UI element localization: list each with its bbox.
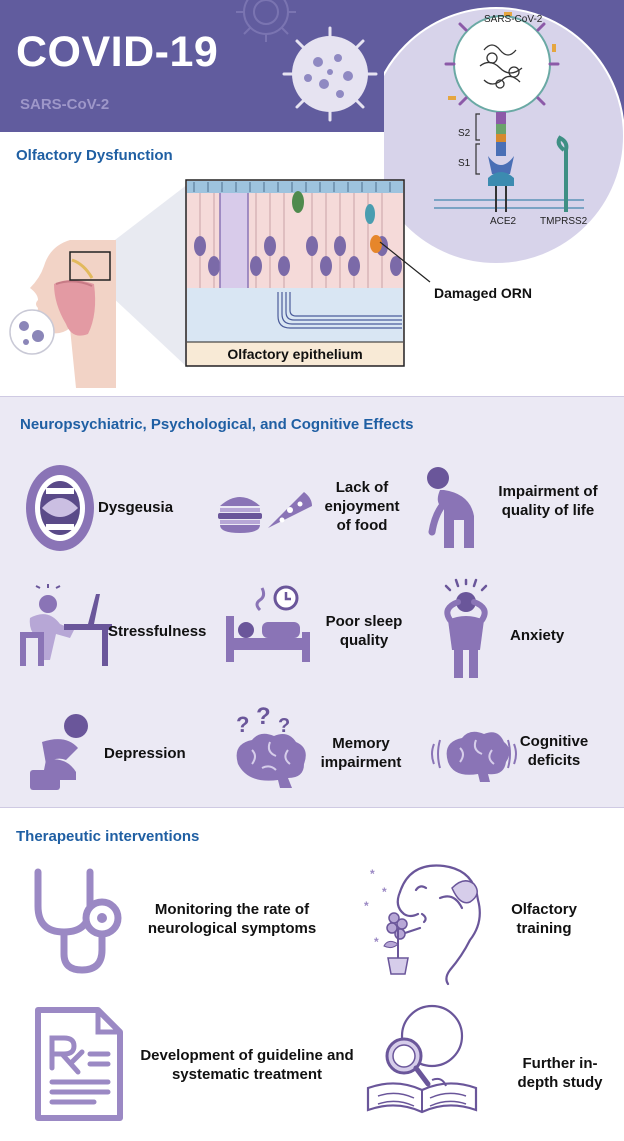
page-subtitle: SARS-CoV-2 — [20, 96, 110, 113]
magnifier-study-icon — [366, 1004, 478, 1114]
brain-shaking-icon — [431, 731, 517, 782]
therapy-label-study: Further in-depth study — [517, 1055, 603, 1091]
virus-bubble-icon — [9, 309, 55, 355]
prescription-icon — [35, 1007, 123, 1121]
olfactory-section-title: Olfactory Dysfunction — [16, 147, 173, 164]
svg-text:*: * — [382, 885, 387, 899]
effect-label-stressfulness: Stressfulness — [108, 623, 207, 640]
effect-label-quality-of-life: Impairment of quality of life — [498, 483, 598, 519]
stressed-worker-icon — [20, 584, 112, 666]
spike-receptor-inset — [384, 7, 624, 265]
effect-label-food: Lack of enjoyment of food — [324, 479, 400, 534]
effect-label-dysgeusia: Dysgeusia — [98, 499, 174, 516]
stethoscope-icon — [34, 868, 122, 974]
therapy-label-monitoring: Monitoring the rate of neurological symp… — [147, 901, 317, 937]
damaged-orn-pointer — [379, 241, 431, 283]
therapy-label-guideline: Development of guideline and systematic … — [140, 1047, 354, 1083]
bed-clock-icon — [226, 585, 310, 662]
effect-label-sleep: Poor sleep quality — [325, 613, 403, 649]
effect-label-memory: Memory impairment — [320, 735, 402, 771]
brain-question-icon: ? ? ? — [236, 703, 306, 788]
smelling-flower-icon: * * * * — [364, 864, 481, 986]
effect-label-anxiety: Anxiety — [510, 627, 565, 644]
inset-tmprss2-label: TMPRSS2 — [540, 216, 588, 227]
effects-panel — [0, 396, 624, 808]
svg-text:*: * — [364, 899, 369, 913]
damaged-orn-label: Damaged ORN — [434, 285, 533, 301]
virus-decoration-icon — [236, 0, 378, 122]
anxious-person-icon — [444, 578, 488, 678]
svg-text:?: ? — [236, 712, 249, 737]
inset-virus-label: SARS-CoV-2 — [484, 14, 543, 25]
therapy-section-title: Therapeutic interventions — [16, 828, 200, 845]
food-icon — [218, 492, 312, 533]
slouched-person-icon — [427, 467, 474, 548]
therapy-label-olfactory-training: Olfactory training — [511, 901, 577, 937]
svg-text:?: ? — [256, 703, 271, 730]
sad-person-icon — [30, 714, 88, 790]
effect-label-cognitive: Cognitive deficits — [519, 733, 589, 769]
inset-ace2-label: ACE2 — [490, 216, 517, 227]
svg-text:*: * — [370, 867, 375, 881]
inset-s1-label: S1 — [458, 158, 471, 169]
inset-s2-label: S2 — [458, 128, 471, 139]
mouth-icon — [26, 465, 94, 551]
effects-section-title: Neuropsychiatric, Psychological, and Cog… — [20, 416, 414, 433]
olfactory-epithelium-diagram — [185, 179, 405, 367]
head-profile-icon — [30, 240, 116, 388]
effect-label-depression: Depression — [104, 745, 186, 762]
zoom-projection — [94, 184, 188, 368]
svg-text:?: ? — [278, 715, 290, 737]
page-title: COVID-19 — [16, 28, 219, 76]
epithelium-label: Olfactory epithelium — [227, 346, 363, 362]
svg-text:*: * — [374, 935, 379, 949]
